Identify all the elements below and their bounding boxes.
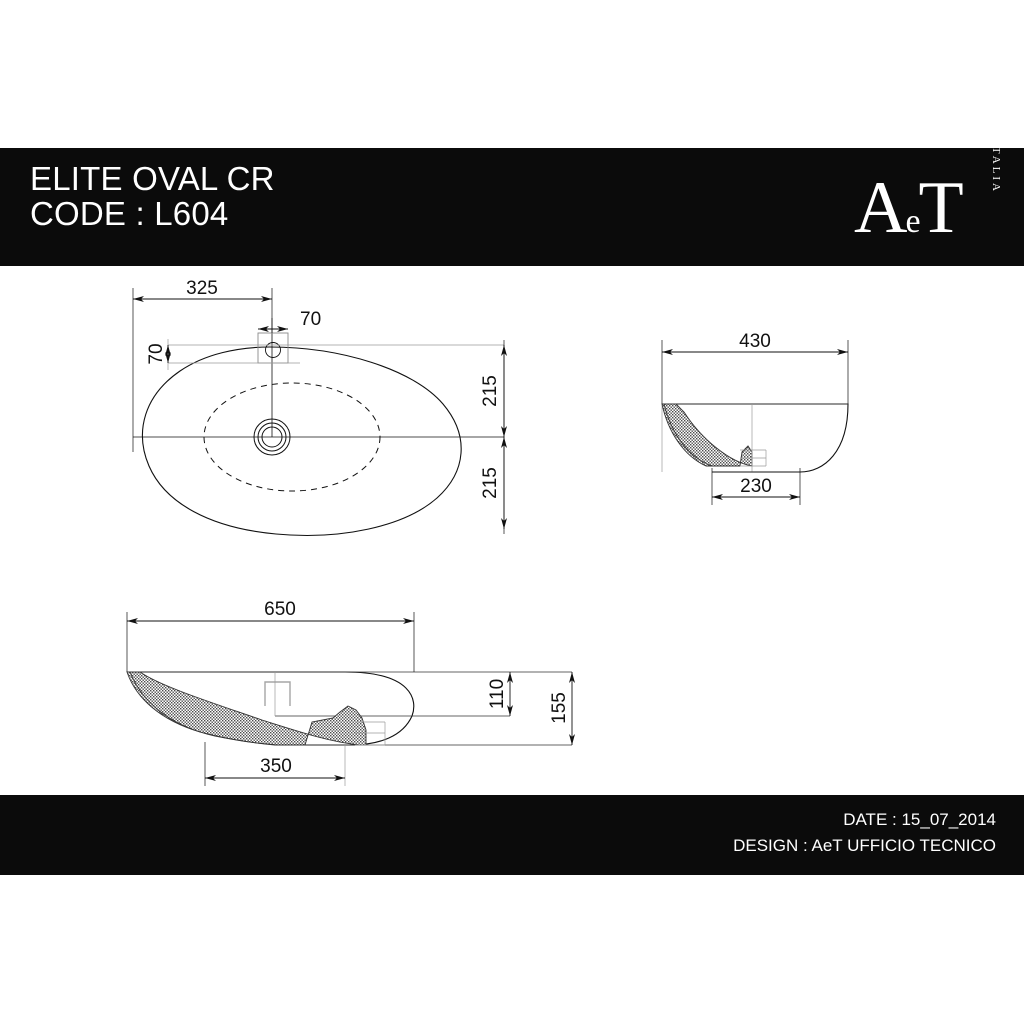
aet-logo: AeT ITALIA — [854, 140, 1004, 252]
plan-view-group: 325 70 70 215 215 — [132, 278, 507, 536]
plan-tap-hole — [265, 342, 281, 358]
plan-basin-outline — [141, 346, 462, 536]
side-basin-outline — [662, 403, 849, 473]
plan-bowl-dashed — [203, 382, 381, 492]
plan-dim-325-label: 325 — [186, 278, 218, 299]
footer-bar: DATE : 15_07_2014 DESIGN : AeT UFFICIO T… — [0, 795, 1024, 875]
plan-tap-platform — [257, 332, 289, 364]
page-title: ELITE OVAL CR — [30, 160, 275, 197]
plan-drain-middle — [257, 422, 287, 452]
front-dim-155-label: 155 — [549, 692, 570, 724]
footer-design: DESIGN : AeT UFFICIO TECNICO — [733, 836, 996, 856]
front-wall-hatched — [126, 671, 367, 746]
side-dim-430-label: 430 — [739, 331, 771, 352]
front-basin-outline — [127, 671, 415, 746]
front-overflow-symbol — [264, 681, 291, 706]
plan-dim-215-top-label: 215 — [480, 375, 501, 407]
footer-date: DATE : 15_07_2014 — [843, 810, 996, 829]
side-wall-hatched — [661, 403, 753, 467]
front-dim-350-label: 350 — [260, 756, 292, 777]
logo-country: ITALIA — [990, 140, 1002, 194]
plan-dim-70h-label: 70 — [300, 309, 321, 330]
front-dim-650-label: 650 — [264, 599, 296, 620]
footer-text-block: DATE : 15_07_2014 DESIGN : AeT UFFICIO T… — [733, 807, 996, 860]
side-dim-230-label: 230 — [740, 476, 772, 497]
product-code: CODE : L604 — [30, 194, 229, 232]
front-inner-surface — [129, 671, 279, 746]
front-dim-110-label: 110 — [487, 679, 508, 709]
front-section-view-group: 650 350 110 155 — [126, 599, 575, 786]
plan-dim-70v-label: 70 — [146, 343, 167, 364]
title-block: ELITE OVAL CR CODE : L604 — [30, 160, 275, 232]
logo-wordmark: AeT — [854, 167, 964, 249]
plan-dim-215-bottom-label: 215 — [480, 467, 501, 499]
side-section-view-group: 430 230 — [661, 331, 849, 505]
side-inner-surface — [663, 403, 713, 467]
plan-drain-inner — [261, 426, 283, 448]
header-bar: ELITE OVAL CR CODE : L604 AeT ITALIA — [0, 140, 1024, 266]
plan-drain-outer — [253, 418, 291, 456]
